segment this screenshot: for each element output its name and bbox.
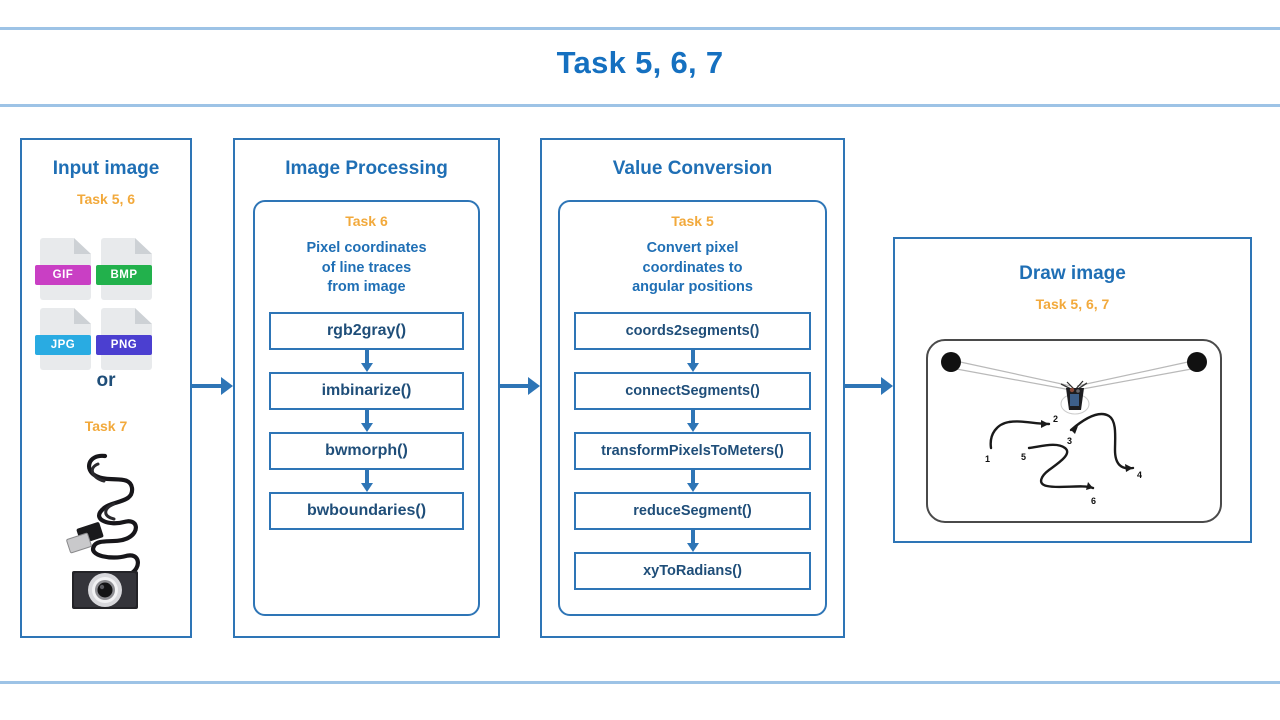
flow-arrow-icon <box>574 529 811 552</box>
panel-conversion-description: Convert pixel coordinates to angular pos… <box>632 240 753 296</box>
page-fold-icon <box>135 238 152 254</box>
function-box-connectsegments[interactable]: connectSegments() <box>574 371 811 410</box>
flow-arrow-icon <box>269 409 464 432</box>
function-box-reducesegment[interactable]: reduceSegment() <box>574 491 811 530</box>
conversion-function-list: coords2segments() connectSegments() tran… <box>560 311 825 590</box>
arrow-head-icon <box>528 377 540 395</box>
file-type-label-bmp: BMP <box>96 265 152 285</box>
file-type-label-gif: GIF <box>35 265 91 285</box>
function-box-bwboundaries[interactable]: bwboundaries() <box>269 491 464 530</box>
function-box-imbinarize[interactable]: imbinarize() <box>269 371 464 410</box>
arrow-head-icon <box>221 377 233 395</box>
panel-input-title: Input image <box>52 158 160 179</box>
file-type-label-jpg: JPG <box>35 335 91 355</box>
arrow-shaft <box>845 384 882 388</box>
trace-arrowheads <box>1041 420 1133 490</box>
file-type-icon-grid: GIF BMP JPG PNG <box>35 238 172 370</box>
flow-arrow-icon <box>574 409 811 432</box>
arrow-shaft <box>500 384 529 388</box>
arrow-head-icon <box>881 377 893 395</box>
file-type-label-png: PNG <box>96 335 152 355</box>
flow-arrow-icon <box>269 469 464 492</box>
whiteboard-drawing-illustration: 1 2 3 4 5 6 <box>926 339 1222 523</box>
trace-label-2: 2 <box>1053 414 1058 424</box>
connector-arrow-processing-to-conversion <box>500 377 540 395</box>
panel-processing-description: Pixel coordinates of line traces from im… <box>306 240 427 296</box>
panel-draw-title: Draw image <box>1019 263 1126 284</box>
panel-input-task-tag: Task 5, 6 <box>76 191 136 207</box>
footer-rule <box>0 681 1280 684</box>
header-rule-top <box>0 27 1280 30</box>
file-icon-gif: GIF <box>35 238 91 300</box>
or-separator-label: or <box>96 370 116 391</box>
header-rule-bottom <box>0 104 1280 107</box>
flow-arrow-icon <box>574 349 811 372</box>
conversion-inner-box: Task 5 Convert pixel coordinates to angu… <box>558 200 827 616</box>
drawn-trace-path <box>989 412 1135 490</box>
page-fold-icon <box>74 238 91 254</box>
webcam-photo <box>66 453 140 609</box>
panel-input-image: Input image Task 5, 6 <box>20 138 192 638</box>
anchor-point-right <box>1187 352 1207 372</box>
page-title: Task 5, 6, 7 <box>556 45 724 80</box>
flow-arrow-icon <box>574 469 811 492</box>
processing-function-list: rgb2gray() imbinarize() bwmorph() bwboun… <box>255 311 478 530</box>
file-icon-png: PNG <box>96 308 152 370</box>
trace-label-1: 1 <box>985 454 990 464</box>
panel-input-task7-tag: Task 7 <box>84 418 128 434</box>
trace-label-5: 5 <box>1021 452 1026 462</box>
pen-carriage <box>1060 380 1090 415</box>
panel-conversion-title: Value Conversion <box>612 158 773 179</box>
panel-draw-task-tag: Task 5, 6, 7 <box>1035 296 1110 312</box>
function-box-rgb2gray[interactable]: rgb2gray() <box>269 311 464 350</box>
trace-label-6: 6 <box>1091 496 1096 506</box>
file-icon-bmp: BMP <box>96 238 152 300</box>
processing-inner-box: Task 6 Pixel coordinates of line traces … <box>253 200 480 616</box>
function-box-xytoradians[interactable]: xyToRadians() <box>574 551 811 590</box>
suspension-cables <box>950 359 1198 391</box>
function-box-bwmorph[interactable]: bwmorph() <box>269 431 464 470</box>
file-icon-jpg: JPG <box>35 308 91 370</box>
trace-label-3: 3 <box>1067 436 1072 446</box>
panel-conversion-task-tag: Task 5 <box>671 213 714 229</box>
panel-processing-title: Image Processing <box>285 158 448 179</box>
arrow-shaft <box>192 384 222 388</box>
panel-processing-task-tag: Task 6 <box>345 213 388 229</box>
function-box-coords2segments[interactable]: coords2segments() <box>574 311 811 350</box>
trace-label-4: 4 <box>1137 470 1142 480</box>
page-fold-icon <box>135 308 152 324</box>
function-box-transformpixelstometers[interactable]: transformPixelsToMeters() <box>574 431 811 470</box>
anchor-point-left <box>941 352 961 372</box>
connector-arrow-conversion-to-draw <box>845 377 893 395</box>
page-fold-icon <box>74 308 91 324</box>
connector-arrow-input-to-processing <box>192 377 233 395</box>
flow-arrow-icon <box>269 349 464 372</box>
trace-point-labels: 1 2 3 4 5 6 <box>985 414 1142 506</box>
